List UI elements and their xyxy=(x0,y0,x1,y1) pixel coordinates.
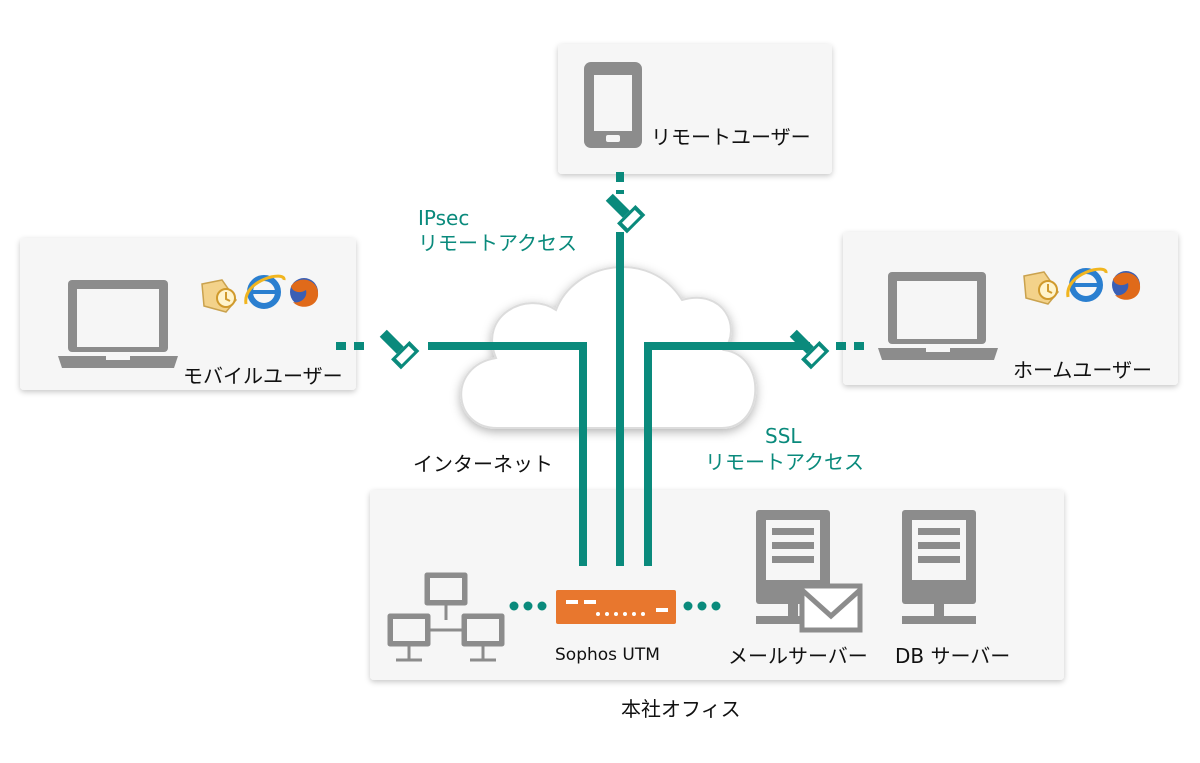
smartphone-icon xyxy=(584,62,642,148)
laptop-icon xyxy=(878,272,998,360)
firewall-icon xyxy=(556,590,676,624)
db-server-label: DB サーバー xyxy=(895,644,1011,668)
server-icon xyxy=(902,510,976,624)
vpn-plug-icon xyxy=(379,329,420,370)
ie-icon xyxy=(244,274,286,309)
cloud-icon xyxy=(460,265,757,429)
ssl-label-line2: リモートアクセス xyxy=(705,450,864,474)
ie-icon xyxy=(1066,267,1108,302)
ipsec-label-line2: リモートアクセス xyxy=(418,231,577,255)
vpn-plug-icon xyxy=(605,193,646,234)
home-user-label: ホームユーザー xyxy=(1013,358,1152,382)
ssl-label-line1: SSL xyxy=(765,424,802,448)
outlook-icon xyxy=(1023,271,1059,305)
outlook-icon xyxy=(201,279,237,313)
firefox-icon xyxy=(290,278,319,307)
internet-label: インターネット xyxy=(413,452,553,476)
head-office-panel xyxy=(370,490,1064,680)
laptop-icon xyxy=(58,280,178,368)
mail-server-label: メールサーバー xyxy=(728,644,868,668)
firefox-icon xyxy=(1112,271,1141,300)
vpn-lines xyxy=(336,172,864,566)
head-office-label: 本社オフィス xyxy=(621,697,741,721)
mobile-user-label: モバイルユーザー xyxy=(183,364,343,388)
remote-user-label: リモートユーザー xyxy=(651,125,811,149)
ipsec-label-line1: IPsec xyxy=(418,206,470,230)
utm-label: Sophos UTM xyxy=(555,645,660,665)
vpn-plug-icon xyxy=(789,329,830,370)
server-icon xyxy=(756,510,830,624)
lan-links xyxy=(509,601,721,611)
network-pcs-icon xyxy=(387,572,505,662)
mail-envelope-icon xyxy=(799,583,863,633)
